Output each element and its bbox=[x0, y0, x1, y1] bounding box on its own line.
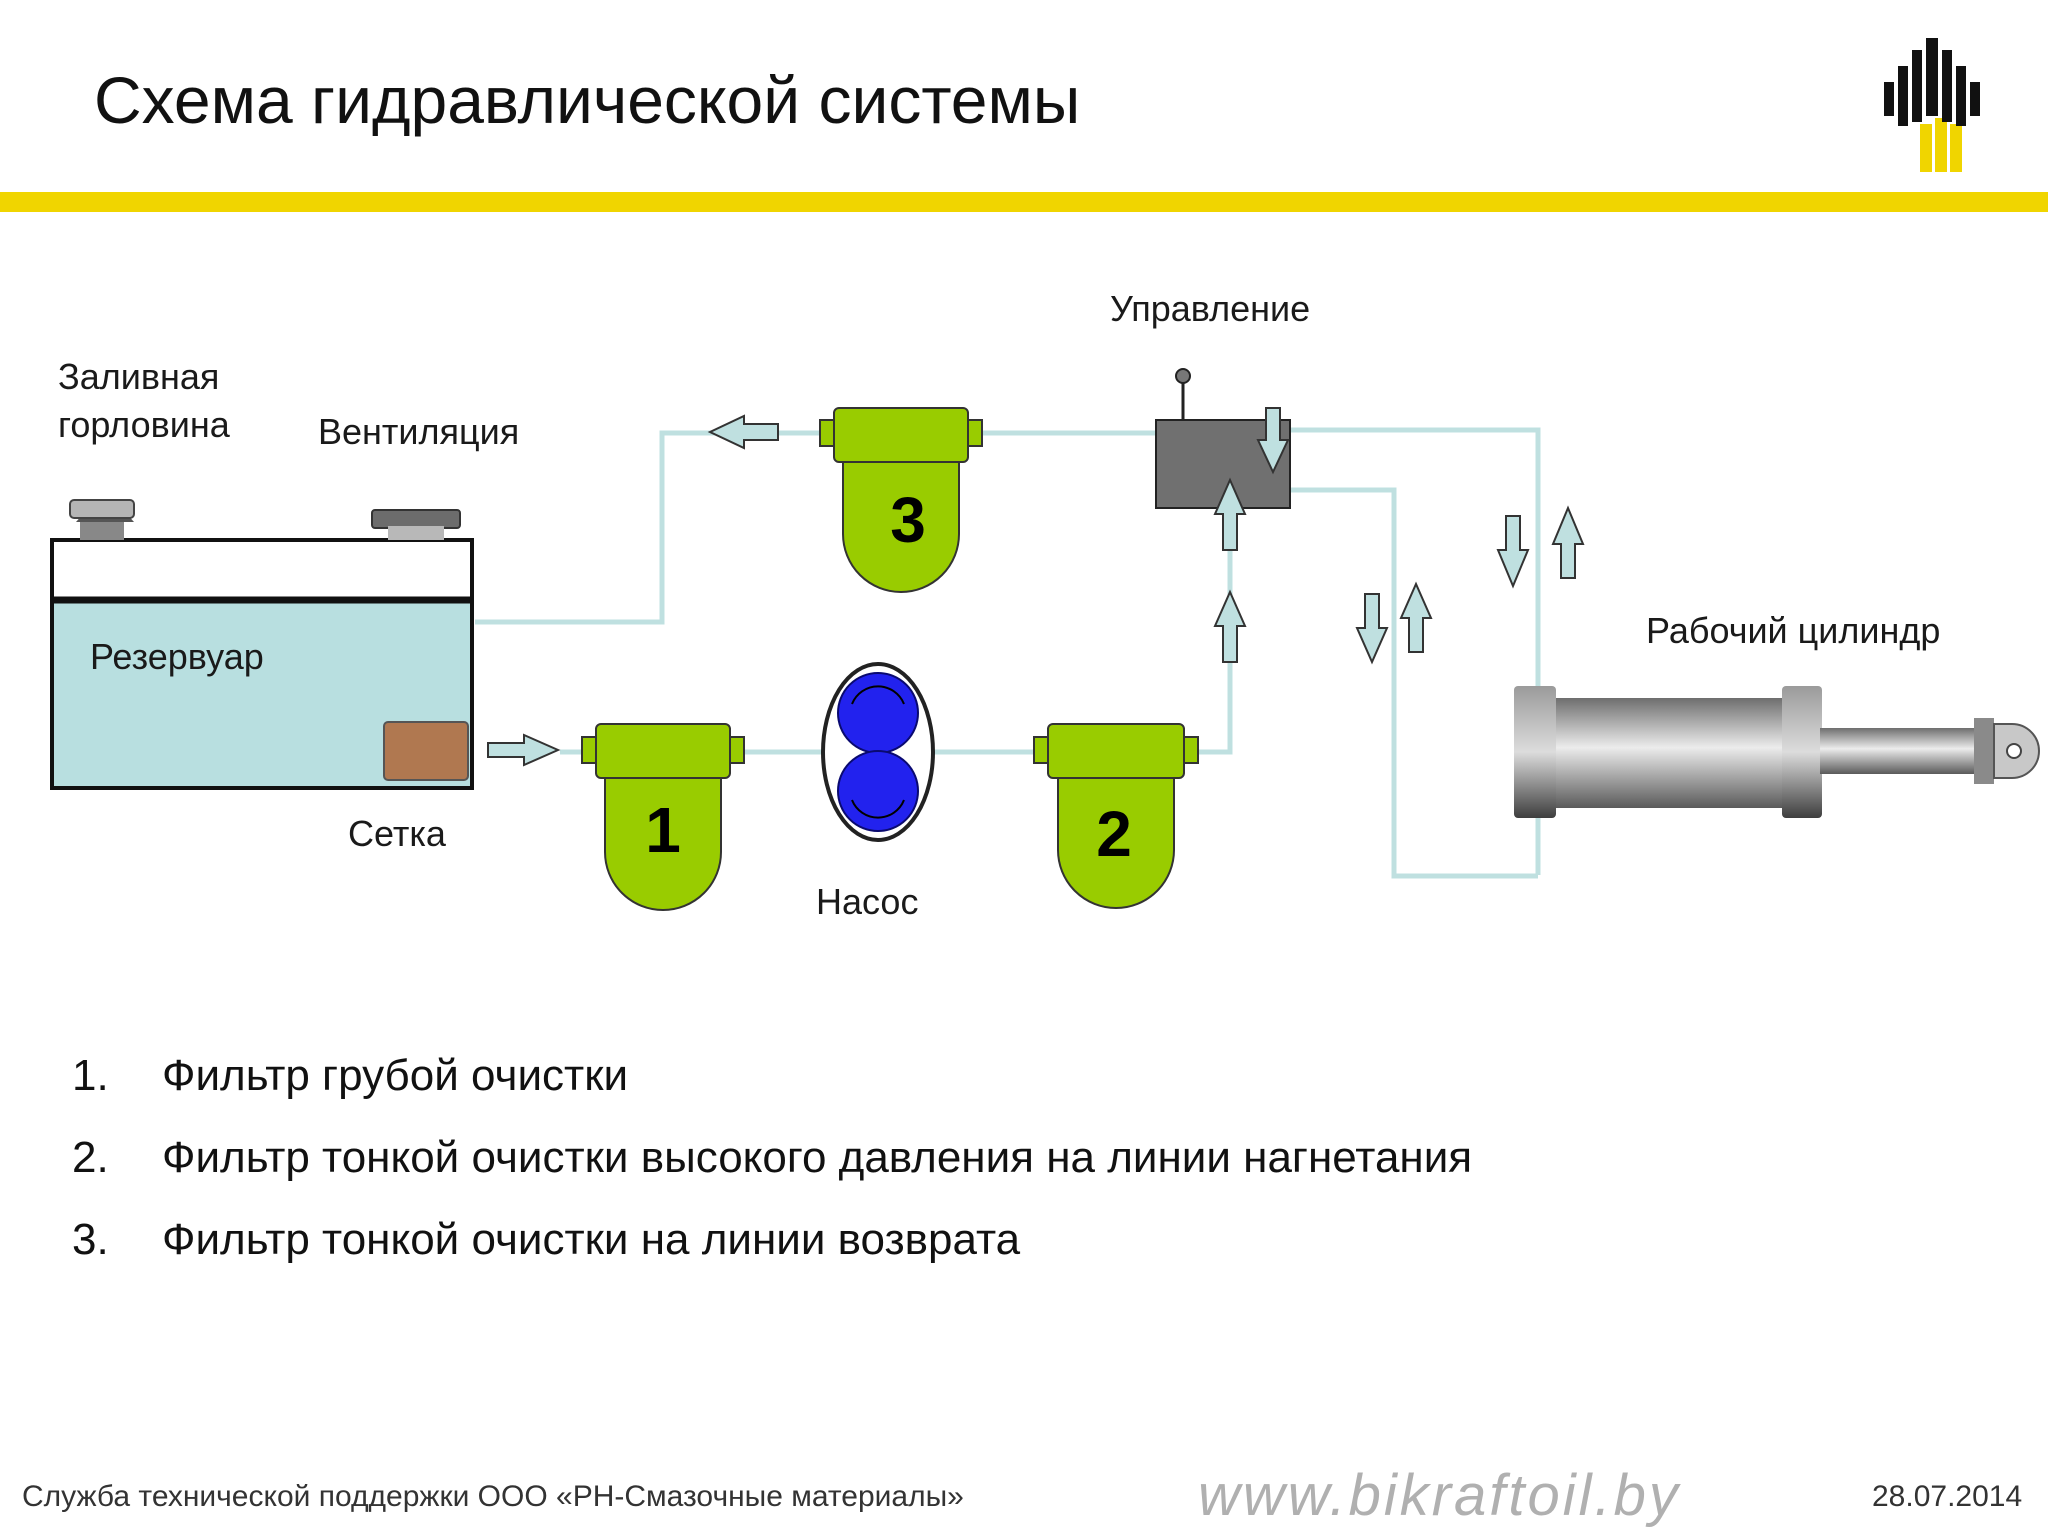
arrow-line-a-down bbox=[1496, 515, 1530, 589]
cylinder-label: Рабочий цилиндр bbox=[1646, 610, 1940, 651]
footer-date: 28.07.2014 bbox=[1872, 1480, 2023, 1513]
footer-company: Служба технической поддержки ООО «РН-Сма… bbox=[22, 1480, 964, 1513]
legend-number: 3. bbox=[72, 1215, 109, 1264]
filter-2 bbox=[1033, 723, 1199, 909]
hydraulic-diagram: Заливная горловина Вентиляция Резервуар … bbox=[50, 288, 2040, 922]
cylinder-pipe-b bbox=[1290, 487, 1538, 879]
legend-number: 1. bbox=[72, 1051, 109, 1100]
arrow-return-left bbox=[707, 414, 779, 450]
legend-text: Фильтр грубой очистки bbox=[162, 1051, 629, 1100]
mesh-label: Сетка bbox=[348, 813, 447, 854]
footer-website-watermark: www.bikraftoil.by bbox=[1198, 1463, 1681, 1528]
reservoir-label: Резервуар bbox=[90, 636, 264, 677]
filler-neck-label-line1: Заливная bbox=[58, 356, 219, 397]
legend-item: 3. Фильтр тонкой очистки на линии возвра… bbox=[72, 1199, 1472, 1281]
filler-neck-label-line2: горловина bbox=[58, 404, 231, 445]
filter-2-number: 2 bbox=[1096, 798, 1132, 870]
flow-arrows bbox=[487, 407, 1585, 767]
legend-text: Фильтр тонкой очистки высокого давления … bbox=[162, 1133, 1473, 1182]
page-title: Схема гидравлической системы bbox=[94, 63, 1081, 137]
filter-1-number: 1 bbox=[645, 794, 681, 866]
control-label: Управление bbox=[1110, 288, 1310, 329]
company-logo bbox=[1884, 38, 1980, 172]
legend-text: Фильтр тонкой очистки на линии возврата bbox=[162, 1215, 1021, 1264]
working-cylinder bbox=[1514, 686, 2040, 818]
reservoir bbox=[50, 499, 474, 790]
arrow-line-b-down bbox=[1355, 593, 1389, 665]
filter-1 bbox=[581, 723, 745, 911]
ventilation-label: Вентиляция bbox=[318, 411, 519, 452]
mesh bbox=[383, 721, 469, 781]
filter-legend: 1. Фильтр грубой очистки 2. Фильтр тонко… bbox=[72, 1035, 1472, 1281]
return-pipe bbox=[475, 430, 1158, 625]
arrow-to-filter-1 bbox=[487, 733, 561, 767]
filter-3-number: 3 bbox=[890, 484, 926, 556]
legend-item: 2. Фильтр тонкой очистки высокого давлен… bbox=[72, 1117, 1472, 1199]
arrow-pressure-up-2 bbox=[1213, 477, 1247, 551]
header-accent-bar bbox=[0, 192, 2048, 212]
filter-3 bbox=[819, 407, 983, 593]
pump bbox=[821, 662, 935, 842]
arrow-line-b-up bbox=[1399, 581, 1433, 653]
arrow-line-a-up bbox=[1551, 505, 1585, 579]
legend-number: 2. bbox=[72, 1133, 109, 1182]
arrow-pressure-up-1 bbox=[1213, 589, 1247, 663]
pump-label: Насос bbox=[816, 881, 918, 922]
pressure-pipe bbox=[1188, 480, 1233, 755]
legend-item: 1. Фильтр грубой очистки bbox=[72, 1035, 1472, 1117]
arrow-valve-down bbox=[1256, 407, 1290, 475]
